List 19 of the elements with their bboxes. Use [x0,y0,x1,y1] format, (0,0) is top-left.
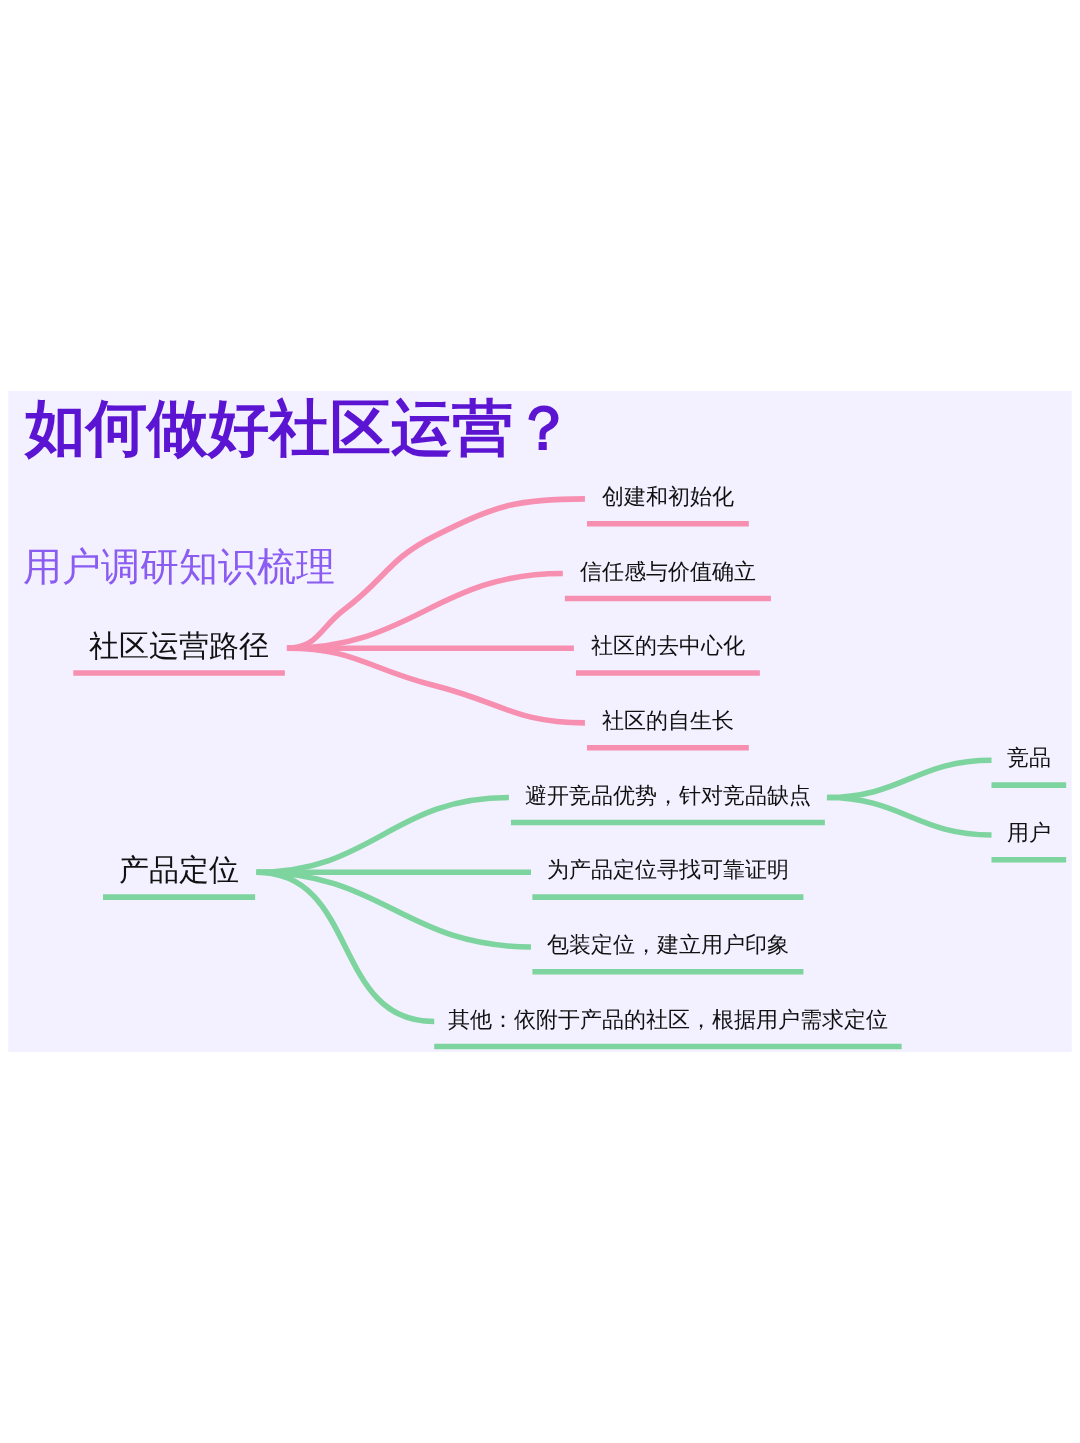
node-text: 社区的自生长 [601,707,734,734]
node-text: 信任感与价值确立 [579,557,756,584]
connector [286,645,585,726]
node-text: 社区的去中心化 [590,632,745,659]
node-text: 创建和初始化 [601,483,734,510]
connector [256,869,435,1025]
node-text: 竞品 [1006,744,1051,771]
node-text: 为产品定位寻找可靠证明 [546,856,789,883]
diagram-title: 如何做好社区运营？ [24,393,574,464]
node-text: 包装定位，建立用户印象 [546,931,789,958]
connector [256,869,531,875]
connector [826,794,992,838]
label: 用户调研知识梳理 [23,544,336,590]
node-text: 其他：依附于产品的社区，根据用户需求定位 [447,1005,888,1032]
node-text: 避开竞品优势，针对竞品缺点 [524,781,811,808]
connector [256,869,532,950]
node-text: 产品定位 [119,851,240,887]
node-text: 用户 [1006,819,1051,846]
node-text: 社区运营路径 [89,627,270,663]
